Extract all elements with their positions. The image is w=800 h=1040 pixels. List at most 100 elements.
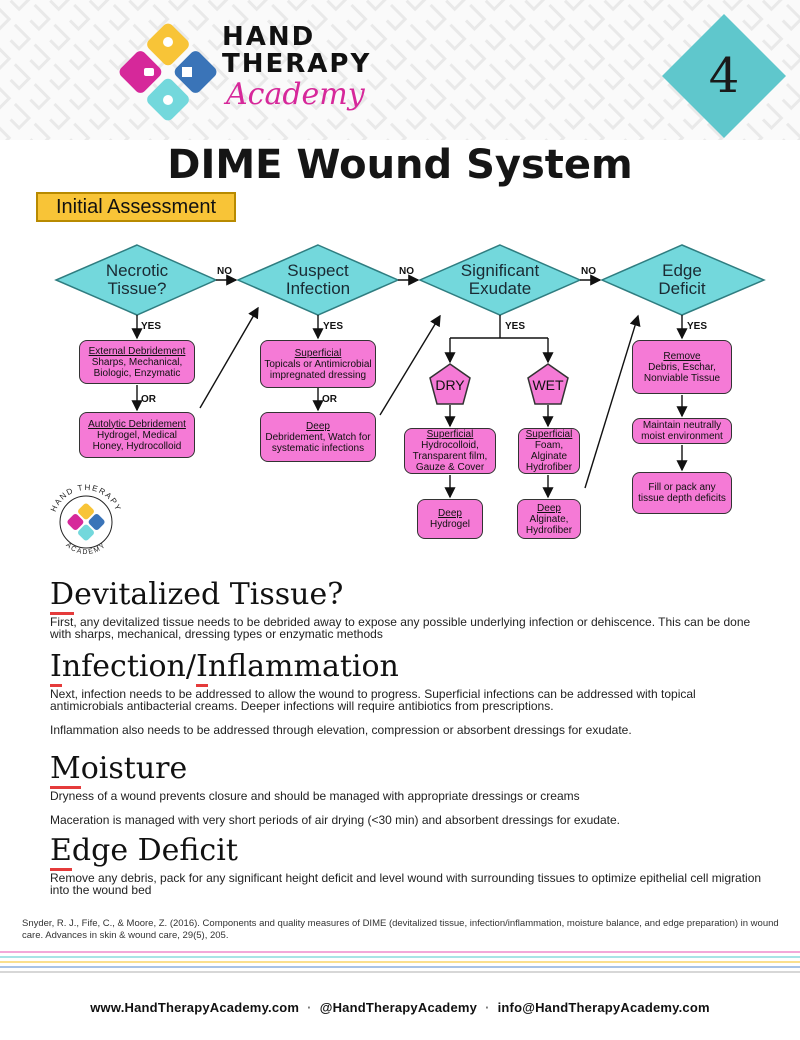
heading-initial: M — [50, 751, 81, 789]
section-paragraph: Dryness of a wound prevents closure and … — [50, 789, 580, 803]
heading-rest: oisture — [80, 751, 188, 786]
footer-website-link[interactable]: www.HandTherapyAcademy.com — [90, 1000, 300, 1015]
circle-logo-bottom-text: ACADEMY — [64, 542, 106, 556]
heading-rest: evitalized Tissue? — [74, 577, 344, 612]
heading-rest: nfection/ — [61, 649, 196, 684]
wet-superficial-box: Superficial Foam, Alginate Hydrofiber — [518, 428, 580, 474]
heading-initial: I — [50, 649, 62, 687]
section-paragraph: Maceration is managed with very short pe… — [50, 813, 620, 827]
brand-line-2: THERAPY — [222, 49, 372, 79]
infection-line1: Suspect — [287, 261, 349, 280]
section-paragraph: First, any devitalized tissue needs to b… — [50, 615, 751, 641]
section-heading: Infection/Inflammation — [50, 649, 770, 687]
external-debridement-title: External Debridement — [88, 345, 186, 357]
initial-assessment-box: Initial Assessment — [36, 192, 236, 222]
section-devitalized: Devitalized Tissue? First, any devitaliz… — [50, 577, 770, 641]
external-debridement-body: Sharps, Mechanical, Biologic, Enzymatic — [91, 356, 183, 379]
or-label-1: OR — [141, 394, 156, 405]
dry-superficial-box: Superficial Hydrocolloid, Transparent fi… — [404, 428, 496, 474]
pentagon-dry — [429, 363, 471, 405]
autolytic-debridement-box: Autolytic Debridement Hydrogel, Medical … — [79, 412, 195, 458]
section-paragraph: Next, infection needs to be addressed to… — [50, 687, 696, 713]
citation: Snyder, R. J., Fife, C., & Moore, Z. (20… — [22, 918, 779, 941]
page-number: 4 — [708, 48, 740, 104]
footer-separator: · — [485, 1000, 490, 1015]
brand-line-1: HAND — [222, 22, 316, 52]
superficial-infection-title: Superficial — [294, 347, 342, 359]
wet-deep-box: Deep Alginate, Hydrofiber — [517, 499, 581, 539]
heading-initial-2: I — [195, 649, 208, 687]
circular-academy-logo-icon: HAND THERAPY ACADEMY — [49, 483, 122, 556]
pentagon-wet — [527, 363, 569, 405]
section-heading: Edge Deficit — [50, 833, 770, 871]
dry-deep-body: Hydrogel — [429, 519, 471, 530]
fill-pack-body: Fill or pack any tissue depth deficits — [638, 482, 726, 504]
deep-infection-title: Deep — [306, 420, 330, 432]
yes-label-4: YES — [687, 321, 708, 332]
moist-environment-body: Maintain neutrally moist environment — [641, 420, 723, 442]
no-label-3: NO — [581, 266, 596, 277]
deep-infection-box: Deep Debridement, Watch for systematic i… — [260, 412, 376, 462]
exudate-line1: Significant — [460, 261, 540, 280]
no-label-1: NO — [217, 266, 232, 277]
footer-contact: www.HandTherapyAcademy.com · @HandTherapyA… — [0, 1000, 800, 1015]
superficial-infection-box: Superficial Topicals or Antimicrobial im… — [260, 340, 376, 388]
section-paragraph: Inflammation also needs to be addressed … — [50, 723, 632, 737]
decision-exudate-label: Significant Exudate — [440, 262, 560, 298]
yes-label-2: YES — [323, 321, 344, 332]
decision-edge-label: Edge Deficit — [622, 262, 742, 298]
dry-superficial-title: Superficial — [426, 429, 474, 440]
moist-environment-box: Maintain neutrally moist environment — [632, 418, 732, 444]
page-title: DIME Wound System — [167, 142, 633, 188]
remove-debris-title: Remove — [663, 350, 701, 362]
no-label-2: NO — [399, 266, 414, 277]
page-number-badge — [662, 14, 786, 138]
necrotic-line1: Necrotic — [105, 261, 169, 280]
remove-debris-body: Debris, Eschar, Nonviable Tissue — [643, 361, 721, 384]
decision-infection-label: Suspect Infection — [258, 262, 378, 298]
section-moisture: Moisture Dryness of a wound prevents clo… — [50, 751, 770, 827]
section-paragraph: Remove any debris, pack for any signific… — [50, 871, 762, 897]
autolytic-debridement-body: Hydrogel, Medical Honey, Hydrocolloid — [92, 429, 182, 452]
flowchart — [54, 244, 766, 499]
exudate-line2: Exudate — [468, 279, 532, 298]
heading-rest: dge Deficit — [71, 833, 238, 868]
wet-superficial-title: Superficial — [525, 429, 573, 440]
remove-debris-box: Remove Debris, Eschar, Nonviable Tissue — [632, 340, 732, 394]
edge-line1: Edge — [662, 261, 702, 280]
dry-deep-box: Deep Hydrogel — [417, 499, 483, 539]
section-heading: Moisture — [50, 751, 770, 789]
dry-superficial-body: Hydrocolloid, Transparent film, Gauze & … — [412, 440, 488, 473]
infection-line2: Infection — [285, 279, 351, 298]
decision-necrotic-label: Necrotic Tissue? — [77, 262, 197, 298]
edge-line2: Deficit — [658, 279, 706, 298]
heading-initial: D — [50, 577, 75, 615]
dry-deep-title: Deep — [438, 508, 462, 519]
necrotic-line2: Tissue? — [107, 279, 167, 298]
footer-separator: · — [307, 1000, 312, 1015]
wet-superficial-body: Foam, Alginate Hydrofiber — [525, 440, 573, 473]
superficial-infection-body: Topicals or Antimicrobial impregnated dr… — [264, 358, 372, 381]
brand-line-3: Academy — [226, 77, 365, 112]
dry-label: DRY — [435, 377, 465, 393]
external-debridement-box: External Debridement Sharps, Mechanical,… — [79, 340, 195, 384]
decorative-stripes — [0, 951, 800, 975]
section-heading: Devitalized Tissue? — [50, 577, 770, 615]
section-edge-deficit: Edge Deficit Remove any debris, pack for… — [50, 833, 770, 897]
wet-deep-title: Deep — [537, 502, 561, 514]
deep-infection-body: Debridement, Watch for systematic infect… — [265, 431, 371, 454]
brand-name: HAND THERAPY Academy — [222, 24, 371, 112]
yes-label-3: YES — [505, 321, 526, 332]
yes-label-1: YES — [141, 321, 162, 332]
or-label-2: OR — [322, 394, 337, 405]
footer-email-link[interactable]: info@HandTherapyAcademy.com — [497, 1000, 710, 1015]
fill-pack-box: Fill or pack any tissue depth deficits — [632, 472, 732, 514]
wet-label: WET — [532, 377, 564, 393]
heading-initial: E — [50, 833, 72, 871]
autolytic-debridement-title: Autolytic Debridement — [88, 418, 186, 430]
svg-text:ACADEMY: ACADEMY — [64, 542, 107, 556]
section-infection: Infection/Inflammation Next, infection n… — [50, 649, 770, 737]
wet-deep-body: Alginate, Hydrofiber — [525, 513, 573, 536]
academy-logo-icon — [119, 23, 217, 121]
footer-handle-link[interactable]: @HandTherapyAcademy — [319, 1000, 478, 1015]
